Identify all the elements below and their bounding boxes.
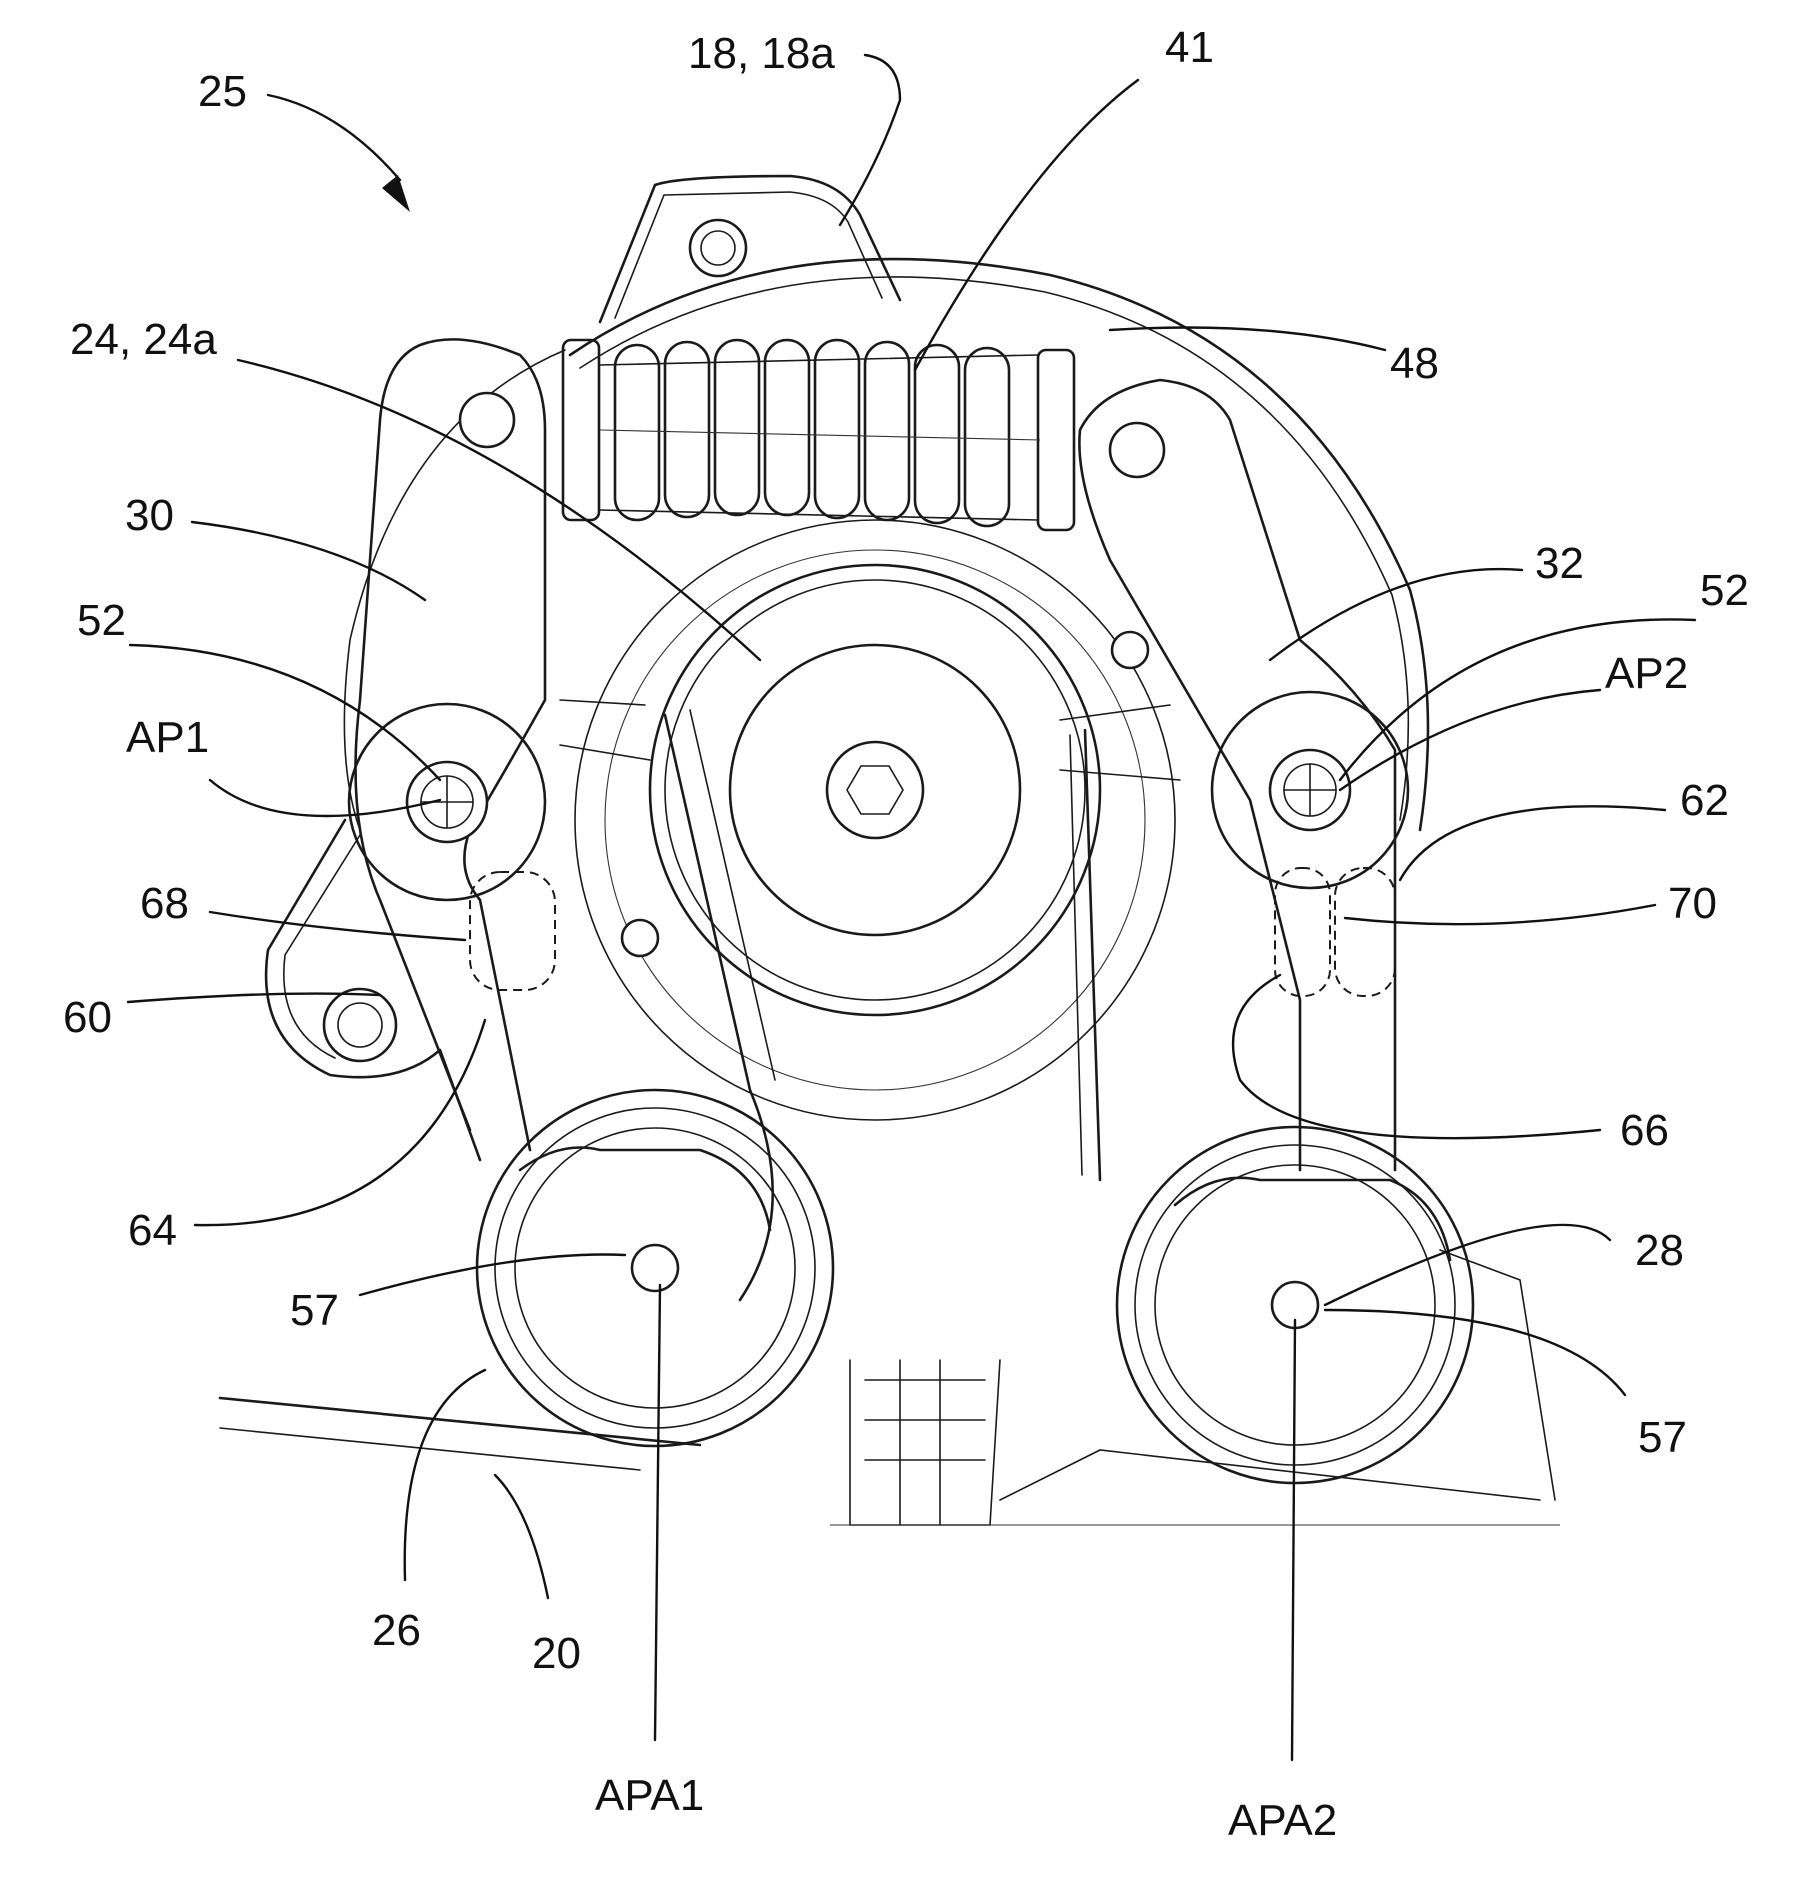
spring-coil-3	[715, 340, 759, 515]
leader-lines	[128, 55, 1695, 1760]
leader-25-arrowhead	[382, 175, 410, 212]
label-apa2: APA2	[1228, 1796, 1337, 1845]
idler-left-axle	[632, 1245, 678, 1291]
leader-57-left	[360, 1255, 625, 1296]
alternator-detail-dot-2	[622, 920, 658, 956]
label-28: 28	[1635, 1226, 1684, 1275]
lower-bracket	[850, 1360, 1000, 1525]
label-20: 20	[532, 1629, 581, 1678]
spring-coil-7	[915, 345, 959, 523]
label-ap2: AP2	[1605, 649, 1688, 698]
leader-26	[405, 1370, 485, 1580]
spring-coil-6	[865, 342, 909, 520]
leader-68	[210, 912, 465, 940]
alternator-detail-dot	[1112, 632, 1148, 668]
label-52-left: 52	[77, 596, 126, 645]
mechanism-drawing	[220, 176, 1560, 1525]
leader-66	[1233, 975, 1600, 1138]
slot-right-b	[1335, 868, 1395, 996]
drive-pulley-hub	[730, 645, 1020, 935]
belt-right-span-inner	[1070, 735, 1082, 1175]
label-ap1: AP1	[126, 713, 209, 762]
leader-62	[1400, 806, 1665, 880]
spring-coil-4	[765, 340, 809, 515]
belt-right-span	[1085, 730, 1100, 1180]
housing-left-ear	[266, 820, 480, 1160]
alternator-body-inner	[605, 550, 1145, 1090]
label-48: 48	[1390, 339, 1439, 388]
drive-pulley-bolt	[827, 742, 923, 838]
label-26: 26	[372, 1606, 421, 1655]
spring-coil-2	[665, 342, 709, 517]
spring-coil-8	[965, 348, 1009, 526]
leader-ap2	[1340, 690, 1600, 790]
drive-pulley-rim	[665, 580, 1085, 1000]
leader-48	[1110, 328, 1385, 351]
drive-pulley-hex	[847, 766, 903, 814]
leader-70	[1345, 905, 1655, 924]
housing-left-arc	[344, 350, 565, 830]
housing-top-bolt	[690, 220, 746, 276]
label-52-right: 52	[1700, 566, 1749, 615]
label-68: 68	[140, 879, 189, 928]
leader-30	[192, 522, 425, 600]
idler-left-arm-cut	[520, 1148, 770, 1231]
belt-lower-run-2	[220, 1428, 640, 1470]
housing-top-lobe-inner	[615, 192, 882, 318]
label-57-left: 57	[290, 1286, 339, 1335]
label-66: 66	[1620, 1106, 1669, 1155]
coil-spring	[563, 340, 1074, 530]
label-60: 60	[63, 993, 112, 1042]
leader-25	[268, 95, 400, 180]
leader-ap1	[210, 780, 440, 816]
spring-right-cap	[1038, 350, 1074, 530]
housing-left-bolt	[324, 989, 396, 1061]
spring-coil-5	[815, 340, 859, 518]
label-32: 32	[1535, 539, 1584, 588]
reference-labels: 25 18, 18a 41 24, 24a 48 30 32 52 52 AP1…	[63, 23, 1749, 1845]
label-62: 62	[1680, 776, 1729, 825]
arm-right-top-pin	[1110, 423, 1164, 477]
leader-57-right	[1325, 1310, 1625, 1395]
alternator-body	[575, 520, 1175, 1120]
leader-41	[915, 80, 1138, 370]
label-24: 24, 24a	[70, 315, 217, 364]
cover-arc-inner	[580, 277, 1408, 820]
slot-left	[470, 872, 555, 990]
leader-20	[495, 1475, 548, 1598]
spring-coil-1	[615, 345, 659, 520]
label-70: 70	[1668, 879, 1717, 928]
label-41: 41	[1165, 23, 1214, 72]
label-30: 30	[125, 491, 174, 540]
label-apa1: APA1	[595, 1771, 704, 1820]
label-25: 25	[198, 67, 247, 116]
label-64: 64	[128, 1206, 177, 1255]
arm-left-top-pin	[460, 393, 514, 447]
label-57-right: 57	[1638, 1413, 1687, 1462]
leader-apa2	[1292, 1320, 1295, 1760]
leader-apa1	[655, 1285, 660, 1740]
label-18: 18, 18a	[688, 29, 835, 78]
